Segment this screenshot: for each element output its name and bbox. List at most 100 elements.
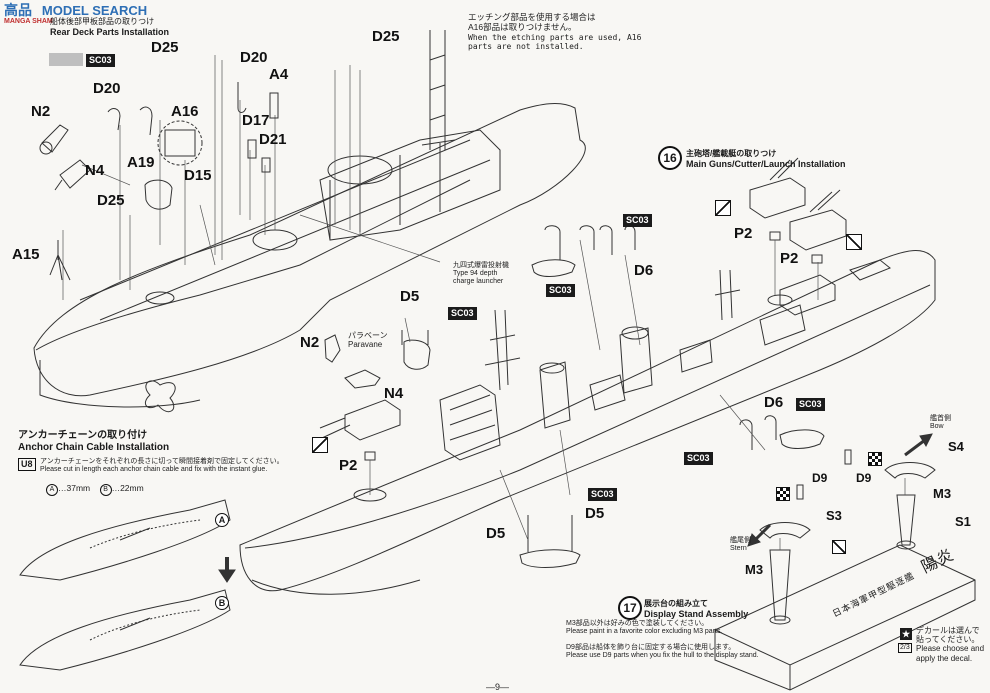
m3-paint-note: M3部品以外は好みの色で塗装してください。 Please paint in a … — [566, 620, 723, 636]
sc03-badge-3: SC03 — [546, 284, 575, 297]
part-d20-b — [139, 106, 153, 136]
anchor-bow-a — [19, 499, 231, 581]
rear-deckhouse — [319, 129, 501, 241]
boat-d5-b — [519, 549, 581, 568]
decal-note: デカールは選んで 貼ってください。 Please choose and appl… — [916, 626, 985, 663]
stand-cradle-s3 — [759, 522, 811, 539]
section17-title: 展示台の組み立て Display Stand Assembly — [644, 599, 749, 619]
forward-mast — [484, 309, 521, 391]
label-s3: S3 — [826, 508, 842, 523]
stand-arrow-bow — [904, 438, 926, 457]
section15-title: 船体後部甲板部品の取りつけ Rear Deck Parts Installati… — [50, 16, 169, 38]
etching-note: エッチング部品を使用する場合は A16部品は取りつけません。 When the … — [468, 12, 642, 51]
label-m3-b: M3 — [933, 486, 952, 501]
stand-post-m3-right — [896, 494, 916, 546]
stand-cradle-s4 — [884, 462, 936, 479]
part-a19 — [144, 179, 173, 210]
paint-mark-icon-3 — [312, 437, 328, 453]
label-n4-a: N4 — [85, 162, 105, 179]
rear-hull-outline — [33, 103, 586, 397]
paint-mark-icon-2 — [846, 234, 862, 250]
stern-label: 艦尾側 Stern — [730, 537, 751, 553]
depth-charge-launcher-note: 九四式爆雷投射機 Type 94 depth charge launcher — [453, 262, 509, 286]
anchor-circle-a: A — [215, 513, 229, 527]
label-a15: A15 — [12, 246, 40, 263]
label-d15: D15 — [184, 167, 212, 184]
label-n2-b: N2 — [300, 334, 320, 351]
part-a4 — [269, 92, 279, 119]
checker-icon-1 — [868, 452, 882, 466]
funnel-fore — [539, 361, 571, 429]
part-n2-a — [41, 124, 69, 153]
anchor-bow-b — [19, 589, 231, 671]
label-d25-b: D25 — [372, 28, 400, 45]
part-d20-c — [237, 82, 247, 113]
part-d20-a — [107, 108, 121, 131]
anchor-circle-b: B — [215, 596, 229, 610]
part-d21 — [261, 157, 271, 173]
funnel-aft — [619, 327, 653, 394]
sc03-badge-4: SC03 — [448, 307, 477, 320]
label-d20-a: D20 — [240, 49, 268, 66]
boat-sc03-a — [531, 259, 576, 277]
stand-base — [714, 544, 976, 691]
section15-title-jp: 船体後部甲板部品の取りつけ — [50, 17, 155, 26]
bow-label: 艦首側 Bow — [930, 415, 951, 431]
gray-swatch — [49, 53, 83, 66]
step-16-number: 16 — [658, 146, 682, 170]
label-p2-b: P2 — [780, 250, 799, 267]
sc03-badge-2: SC03 — [623, 214, 652, 227]
label-n2-a: N2 — [31, 103, 51, 120]
page-fraction-badge: 2/3 — [898, 643, 912, 654]
label-d5-b: D5 — [486, 525, 506, 542]
label-d6-b: D6 — [764, 394, 784, 411]
label-d5-a: D5 — [400, 288, 420, 305]
label-p2-c: P2 — [339, 457, 358, 474]
label-a16: A16 — [171, 103, 199, 120]
checker-icon-2 — [776, 487, 790, 501]
step-17-number: 17 — [618, 596, 642, 620]
anchor-lengths: A…37mm B…22mm — [46, 483, 144, 496]
propeller — [145, 380, 176, 413]
part-n2-b — [324, 334, 341, 363]
label-n4-b: N4 — [384, 385, 404, 402]
sc03-badge-7: SC03 — [588, 488, 617, 501]
label-d5-c: D5 — [585, 505, 605, 522]
stand-arrow-stern — [753, 523, 772, 542]
section16-title: 主砲塔/艦載艇の取りつけ Main Guns/Cutter/Launch Ins… — [686, 149, 846, 169]
label-d6-a: D6 — [634, 262, 654, 279]
label-s4: S4 — [948, 439, 964, 454]
label-a4: A4 — [269, 66, 289, 83]
anchor-title: アンカーチェーンの取り付け Anchor Chain Cable Install… — [18, 430, 170, 453]
part-a15 — [49, 240, 71, 281]
part-n4-a — [54, 159, 91, 191]
main-hull-outline — [239, 250, 936, 592]
label-p2-a: P2 — [734, 225, 753, 242]
decal-star-icon: ★ — [900, 628, 912, 640]
paint-mark-icon-1 — [715, 200, 731, 216]
d9-usage-note: D9部品は船体を飾り台に固定する場合に使用します。 Please use D9 … — [566, 644, 759, 660]
boat-d5-a — [403, 339, 431, 370]
sc03-badge-1: SC03 — [86, 54, 115, 67]
watermark: 高品 MODEL SEARCH MANGA SHAM — [4, 2, 148, 25]
anchor-instruction: アンカーチェーンをそれぞれの長さに切って瞬間接着剤で固定してください。 Plea… — [40, 458, 284, 474]
page-number: —9— — [486, 682, 510, 692]
label-d21: D21 — [259, 131, 287, 148]
anchor-part-badge: U8 — [18, 458, 36, 471]
part-a16 — [164, 129, 196, 157]
paravane-label: パラベーン Paravane — [348, 331, 388, 350]
label-d9-a: D9 — [812, 471, 828, 485]
turret-p2-b — [789, 189, 847, 251]
bridge-structure — [439, 384, 501, 461]
sc03-badge-6: SC03 — [684, 452, 713, 465]
turret-p2-a — [749, 157, 806, 219]
boat-d6 — [779, 429, 825, 449]
rear-mast — [421, 30, 456, 150]
part-paravane — [344, 369, 381, 389]
label-d17: D17 — [242, 112, 270, 129]
label-d25-a: D25 — [151, 39, 179, 56]
paint-mark-icon-4 — [832, 540, 846, 554]
section15-title-en: Rear Deck Parts Installation — [50, 27, 170, 37]
